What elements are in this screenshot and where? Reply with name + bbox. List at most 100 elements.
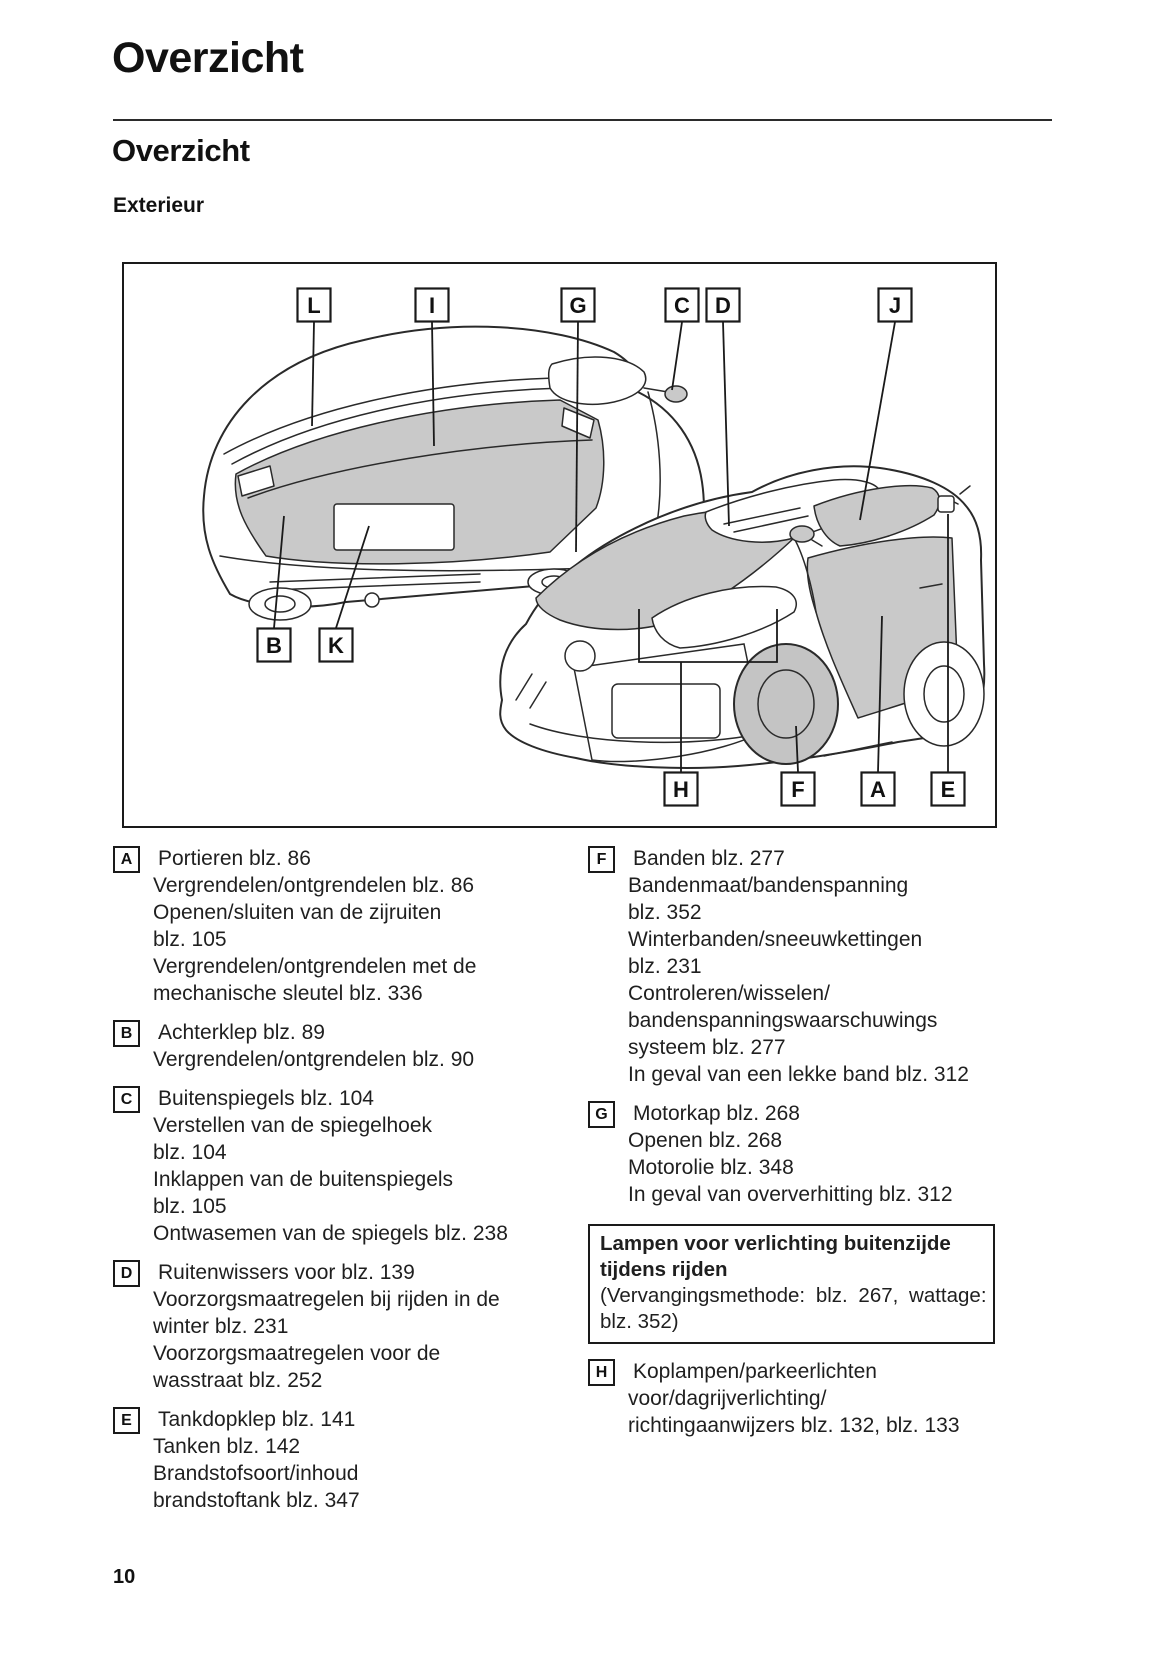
callout-letter: G [569,293,586,318]
legend-line: Motorkap blz. 268 [633,1102,800,1125]
callout-label-L: L [296,287,332,323]
callout-letter: C [674,293,690,318]
legend-marker-D: D [113,1260,140,1287]
legend-marker-H: H [588,1359,615,1386]
car-rear-view [202,325,705,621]
legend-line: In geval van een lekke band blz. 312 [628,1063,969,1086]
callout-lines [273,321,949,773]
taillight-left [237,465,275,497]
legend-entry-F: F Banden blz. 277 Bandenmaat/bandenspann… [588,845,995,1088]
callout-letter: J [889,293,901,318]
legend-line: winter blz. 231 [153,1315,289,1338]
legend-marker-E: E [113,1407,140,1434]
legend-line: Bandenmaat/bandenspanning [628,874,909,897]
legend-line: Openen/sluiten van de zijruiten [153,901,442,924]
callout-labels: L I G C D J B K H F A E [256,287,966,807]
legend-line: blz. 105 [153,1195,227,1218]
legend-line: Banden blz. 277 [633,847,785,870]
legend-line: Achterklep blz. 89 [158,1021,325,1044]
legend-line: Buitenspiegels blz. 104 [158,1087,374,1110]
legend-entry-E: E Tankdopklep blz. 141 Tanken blz. 142 B… [113,1406,575,1514]
front-emblem [564,640,596,672]
legend-entry-C: C Buitenspiegels blz. 104 Verstellen van… [113,1085,575,1247]
legend-line: Ontwasemen van de spiegels blz. 238 [153,1222,508,1245]
callout-label-E: E [930,771,966,807]
legend-column-right: F Banden blz. 277 Bandenmaat/bandenspann… [588,845,995,1451]
legend-line: Tankdopklep blz. 141 [158,1408,356,1431]
legend-line: Portieren blz. 86 [158,847,311,870]
legend-line: mechanische sleutel blz. 336 [153,982,423,1005]
legend-line: systeem blz. 277 [628,1036,786,1059]
legend-entry-A: A Portieren blz. 86 Vergrendelen/ontgren… [113,845,575,1007]
license-plate [333,503,455,551]
legend-line: bandenspanningswaarschuwings [628,1009,938,1032]
legend-column-left: A Portieren blz. 86 Vergrendelen/ontgren… [113,845,575,1526]
section-title: Overzicht [112,133,250,168]
legend-line: voor/dagrijverlichting/ [628,1387,827,1410]
legend-line: brandstoftank blz. 347 [153,1489,360,1512]
legend-marker-G: G [588,1101,615,1128]
door-glass-shaded [813,485,941,547]
legend-line: Winterbanden/sneeuwkettingen [628,928,923,951]
legend-marker-B: B [113,1020,140,1047]
legend-entry-H: H Koplampen/parkeerlichten voor/dagrijve… [588,1358,995,1439]
legend-line: Vergrendelen/ontgrendelen met de [153,955,477,978]
legend-line: Voorzorgsmaatregelen bij rijden in de [153,1288,500,1311]
title-divider [113,119,1052,121]
subsection-title: Exterieur [113,194,205,217]
legend-line: blz. 105 [153,928,227,951]
legend-line: Controleren/wisselen/ [628,982,830,1005]
wipers [723,507,809,533]
legend-entry-G: G Motorkap blz. 268 Openen blz. 268 Moto… [588,1100,995,1208]
headlight [651,585,797,649]
door-handle [919,583,943,589]
legend-line: Openen blz. 268 [628,1129,783,1152]
legend-line: blz. 352 [628,901,702,924]
callout-label-I: I [414,287,450,323]
fuel-filler-door [937,495,955,513]
callout-letter: A [870,777,886,802]
legend-line: Brandstofsoort/inhoud [153,1462,359,1485]
note-box-title-line: Lampen voor verlichting buitenzijde [600,1232,951,1255]
legend-line: Inklappen van de buitenspiegels [153,1168,454,1191]
tailgate-shaded-area [234,399,605,565]
callout-label-D: D [705,287,741,323]
note-box-body-line: blz. 352) [600,1310,679,1333]
legend-entry-B: B Achterklep blz. 89 Vergrendelen/ontgre… [113,1019,575,1073]
callout-letter: D [715,293,731,318]
legend-line: Tanken blz. 142 [153,1435,301,1458]
legend-line: Ruitenwissers voor blz. 139 [158,1261,415,1284]
side-glass [547,356,647,406]
callout-label-J: J [877,287,913,323]
callout-letter: K [328,633,344,658]
callout-label-A: A [860,771,896,807]
callout-letter: E [941,777,956,802]
exhaust-tip [364,592,380,608]
legend-line: Vergrendelen/ontgrendelen blz. 86 [153,874,475,897]
callout-label-H: H [663,771,699,807]
callout-label-G: G [560,287,596,323]
callout-label-F: F [780,771,816,807]
page-number: 10 [113,1566,136,1588]
legend-marker-C: C [113,1086,140,1113]
legend-line: wasstraat blz. 252 [153,1369,323,1392]
legend-line: Voorzorgsmaatregelen voor de [153,1342,441,1365]
page-title: Overzicht [112,34,304,82]
note-box-title-line: tijdens rijden [600,1258,728,1281]
exterior-diagram: L I G C D J B K H F A E [122,262,997,828]
legend-line: blz. 231 [628,955,702,978]
callout-letter: L [307,293,320,318]
legend-line: richtingaanwijzers blz. 132, blz. 133 [628,1414,960,1437]
side-mirror-front-car [789,525,815,543]
legend-line: blz. 104 [153,1141,227,1164]
legend-line: Koplampen/parkeerlichten [633,1360,877,1383]
callout-letter: H [673,777,689,802]
legend-marker-F: F [588,846,615,873]
car-front-view [499,465,986,769]
legend-marker-A: A [113,846,140,873]
legend-line: In geval van oververhitting blz. 312 [628,1183,953,1206]
exterior-diagram-svg: L I G C D J B K H F A E [202,287,986,807]
note-box-body-line: (Vervangingsmethode: blz. 267, wattage: [600,1284,987,1307]
legend-entry-D: D Ruitenwissers voor blz. 139 Voorzorgsm… [113,1259,575,1394]
